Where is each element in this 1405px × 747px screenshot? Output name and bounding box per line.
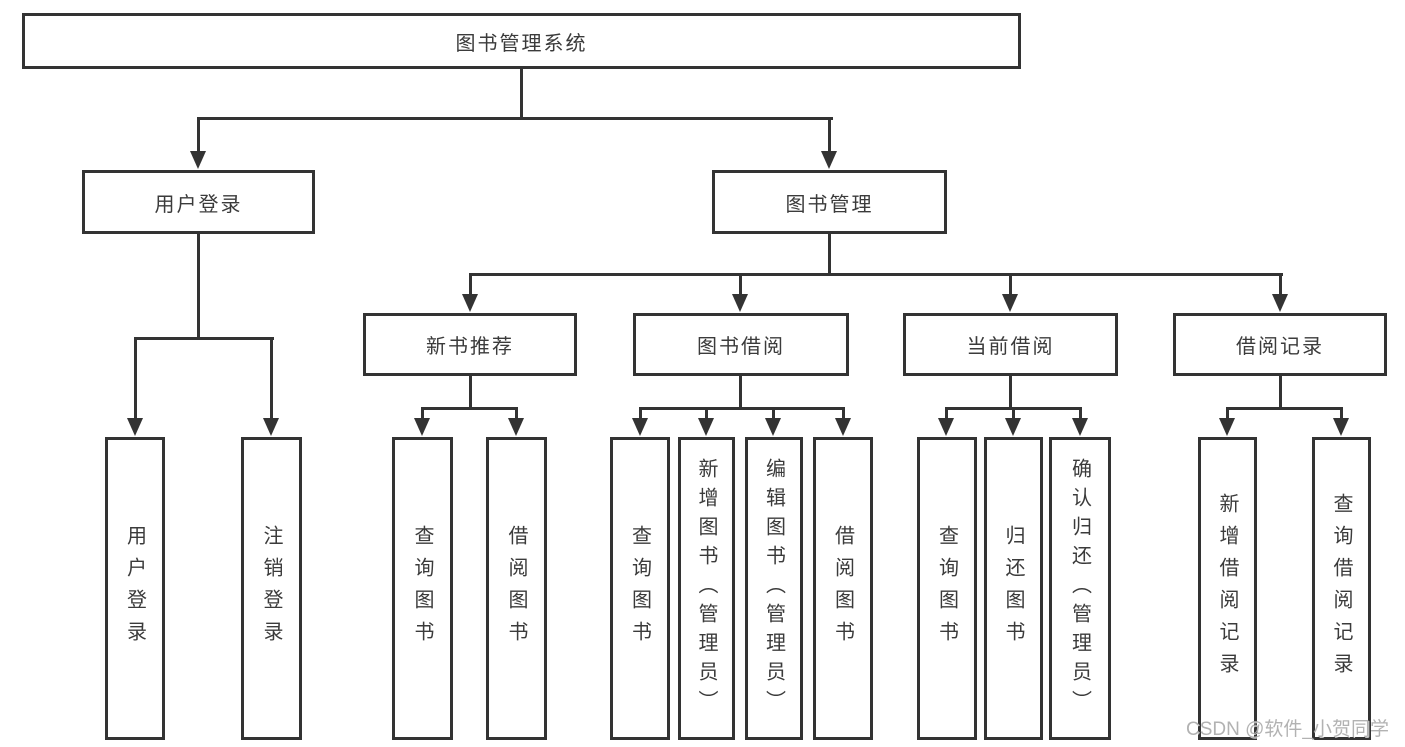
arrow-down-icon: [263, 418, 279, 436]
leaf-query-books-borrow: 查询图书: [610, 437, 670, 740]
arrow-down-icon: [127, 418, 143, 436]
arrow-down-icon: [1002, 294, 1018, 312]
arrow-down-icon: [765, 418, 781, 436]
connector-drop: [515, 407, 518, 419]
arrow-down-icon: [462, 294, 478, 312]
leaf-logout: 注销登录: [241, 437, 302, 740]
leaf-borrow-books: 借阅图书: [813, 437, 873, 740]
arrow-down-icon: [1219, 418, 1235, 436]
arrow-down-icon: [821, 151, 837, 169]
leaf-edit-books-admin: 编辑图书（管理员）: [745, 437, 803, 740]
connector-drop: [639, 407, 642, 419]
connector-book-management-hline: [469, 273, 1283, 276]
arrow-down-icon: [508, 418, 524, 436]
arrow-down-icon: [190, 151, 206, 169]
watermark-csdn: CSDN @软件_小贺同学: [1186, 719, 1389, 740]
connector-user-login-hline: [134, 337, 274, 340]
arrow-down-icon: [938, 418, 954, 436]
connector-drop-current-borrow: [1009, 273, 1012, 295]
node-current-borrow: 当前借阅: [903, 313, 1118, 376]
connector-drop-leaf-logout: [270, 337, 273, 419]
connector-root-stem: [520, 69, 523, 117]
connector-book-borrow-stem: [739, 376, 742, 407]
leaf-query-books-recommend: 查询图书: [392, 437, 453, 740]
connector-drop: [842, 407, 845, 419]
connector-drop: [772, 407, 775, 419]
node-book-borrow: 图书借阅: [633, 313, 849, 376]
connector-drop: [1340, 407, 1343, 419]
connector-drop-user-login: [197, 117, 200, 153]
connector-book-borrow-hline: [639, 407, 845, 410]
arrow-down-icon: [632, 418, 648, 436]
connector-drop-borrow-records: [1279, 273, 1282, 295]
connector-drop: [705, 407, 708, 419]
connector-user-login-stem: [197, 234, 200, 337]
connector-drop: [945, 407, 948, 419]
connector-root-hline: [197, 117, 833, 120]
leaf-query-borrow-record: 查询借阅记录: [1312, 437, 1371, 740]
connector-book-management-stem: [828, 234, 831, 273]
arrow-down-icon: [698, 418, 714, 436]
connector-borrow-records-stem: [1279, 376, 1282, 407]
connector-drop-new-book: [469, 273, 472, 295]
leaf-query-books-current: 查询图书: [917, 437, 977, 740]
connector-drop: [421, 407, 424, 419]
node-book-management: 图书管理: [712, 170, 947, 234]
connector-drop-leaf-user-login: [134, 337, 137, 419]
node-user-login: 用户登录: [82, 170, 315, 234]
arrow-down-icon: [1272, 294, 1288, 312]
connector-borrow-records-hline: [1226, 407, 1343, 410]
connector-new-book-stem: [469, 376, 472, 407]
connector-drop: [1079, 407, 1082, 419]
connector-current-borrow-stem: [1009, 376, 1012, 407]
connector-drop: [1012, 407, 1015, 419]
arrow-down-icon: [1333, 418, 1349, 436]
leaf-user-login: 用户登录: [105, 437, 165, 740]
connector-drop-book-management: [828, 117, 831, 153]
node-borrow-records: 借阅记录: [1173, 313, 1387, 376]
connector-drop: [1226, 407, 1229, 419]
connector-drop-book-borrow: [739, 273, 742, 295]
node-new-book-recommend: 新书推荐: [363, 313, 577, 376]
node-library-management-system: 图书管理系统: [22, 13, 1021, 69]
arrow-down-icon: [1005, 418, 1021, 436]
leaf-add-books-admin: 新增图书（管理员）: [678, 437, 735, 740]
arrow-down-icon: [1072, 418, 1088, 436]
leaf-confirm-return-admin: 确认归还（管理员）: [1049, 437, 1111, 740]
arrow-down-icon: [732, 294, 748, 312]
leaf-return-books: 归还图书: [984, 437, 1043, 740]
leaf-add-borrow-record: 新增借阅记录: [1198, 437, 1257, 740]
arrow-down-icon: [414, 418, 430, 436]
connector-new-book-hline: [421, 407, 518, 410]
arrow-down-icon: [835, 418, 851, 436]
leaf-borrow-books-recommend: 借阅图书: [486, 437, 547, 740]
